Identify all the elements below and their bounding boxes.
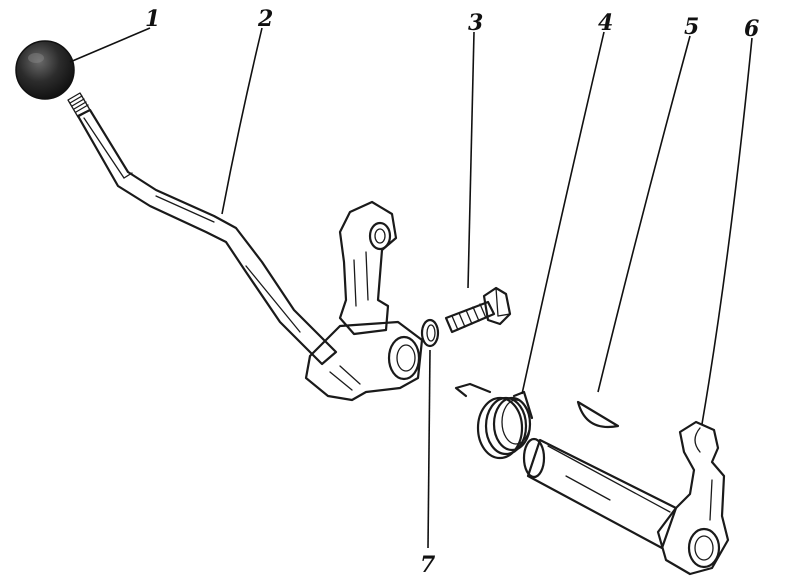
shaft-arm-part bbox=[522, 420, 730, 576]
leader-3 bbox=[467, 31, 475, 289]
leader-1 bbox=[69, 27, 151, 63]
callout-2: 2 bbox=[257, 6, 273, 32]
callout-6: 6 bbox=[744, 16, 759, 42]
callout-labels: 1 2 3 4 5 6 7 bbox=[145, 6, 759, 578]
lever-bracket-part bbox=[304, 200, 424, 402]
callout-3: 3 bbox=[468, 10, 483, 36]
bolt-part bbox=[444, 286, 512, 334]
knob-part bbox=[15, 40, 75, 100]
washer-part bbox=[420, 318, 440, 348]
spring-part bbox=[454, 382, 534, 460]
leader-6 bbox=[701, 37, 753, 425]
callout-1: 1 bbox=[145, 6, 160, 32]
key-part bbox=[576, 400, 620, 429]
leader-7 bbox=[427, 349, 431, 549]
leader-4 bbox=[521, 31, 605, 395]
callout-5: 5 bbox=[684, 14, 699, 40]
lever-part bbox=[67, 92, 338, 366]
leader-5 bbox=[597, 35, 691, 393]
callout-7: 7 bbox=[420, 552, 436, 578]
callout-4: 4 bbox=[598, 10, 613, 36]
leader-2 bbox=[221, 27, 263, 215]
leader-lines bbox=[69, 27, 753, 549]
